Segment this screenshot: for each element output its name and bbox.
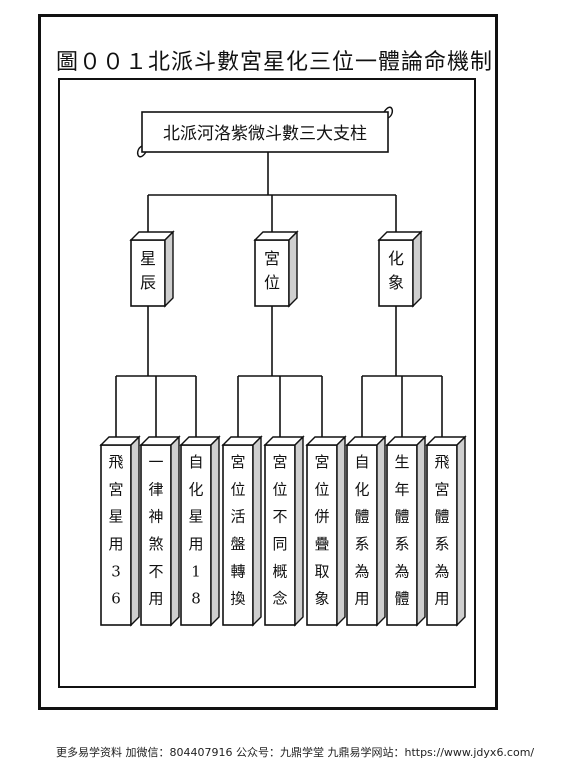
root-scroll-curl-bottom (136, 145, 147, 158)
branch-0-label-char: 辰 (140, 273, 156, 292)
leaf-1-0-label-char: 位 (230, 480, 245, 498)
leaf-box-2-2-side (456, 435, 466, 627)
inner-frame (58, 78, 476, 688)
leaf-box-0-0-side (130, 435, 140, 627)
leaf-1-1-label-char: 念 (272, 590, 287, 608)
leaf-2-1-label-char: 年 (394, 480, 409, 498)
branch-box-1-face (254, 239, 290, 307)
leaf-box-1-0-face (222, 444, 254, 626)
leaf-2-2-label-char: 宮 (434, 480, 449, 498)
branch-box-1-side (288, 230, 298, 308)
leaf-0-2-label-char: 自 (188, 453, 203, 471)
leaf-box-1-2-face (306, 444, 338, 626)
branch-1-label-char: 宮 (264, 249, 280, 268)
leaf-2-0-label-char: 用 (354, 590, 369, 608)
branch-0-label-char: 星 (140, 249, 156, 268)
root-banner (141, 111, 389, 153)
leaf-box-1-0-side (252, 435, 262, 627)
leaf-2-1-label-char: 生 (394, 453, 409, 471)
leaf-1-2-label-char: 象 (314, 590, 329, 608)
branch-box-0-side (164, 230, 174, 308)
leaf-box-0-2-side (210, 435, 220, 627)
leaf-2-2-label-char: 為 (434, 562, 449, 580)
leaf-0-1-label-char: 一 (148, 453, 163, 471)
leaf-box-1-2-side (336, 435, 346, 627)
leaf-2-0-label-char: 自 (354, 453, 369, 471)
leaf-1-0-label-char: 活 (230, 508, 245, 526)
leaf-2-1-label-char: 為 (394, 562, 409, 580)
leaf-0-0-label-char: 3 (111, 562, 121, 580)
leaf-0-0-label-char: 用 (108, 535, 123, 553)
leaf-box-2-0-face (346, 444, 378, 626)
root-scroll-curl-top (383, 106, 394, 119)
branch-2-label-char: 化 (388, 249, 404, 268)
leaf-1-1-label-char: 位 (272, 480, 287, 498)
leaf-1-2-label-char: 取 (314, 562, 329, 580)
leaf-0-1-label-char: 律 (148, 480, 163, 498)
leaf-1-0-label-char: 轉 (230, 562, 245, 580)
leaf-0-0-label-char: 飛 (108, 453, 123, 471)
leaf-0-0-label-char: 星 (108, 508, 123, 526)
leaf-box-1-1-face (264, 444, 296, 626)
leaf-2-2-label-char: 用 (434, 590, 449, 608)
leaf-0-2-label-char: 用 (188, 535, 203, 553)
leaf-1-2-label-char: 疊 (314, 535, 329, 553)
leaf-2-1-label-char: 體 (394, 590, 409, 608)
leaf-1-1-label-char: 宮 (272, 453, 287, 471)
leaf-0-1-label-char: 神 (148, 508, 163, 526)
leaf-2-2-label-char: 飛 (434, 453, 449, 471)
leaf-0-0-label-char: 6 (111, 590, 121, 608)
leaf-box-2-1-side (416, 435, 426, 627)
outer-frame (38, 14, 498, 710)
leaf-2-0-label-char: 體 (354, 508, 369, 526)
leaf-2-1-label-char: 體 (394, 508, 409, 526)
branch-box-2-side (412, 230, 422, 308)
leaf-1-2-label-char: 位 (314, 480, 329, 498)
leaf-2-1-label-char: 系 (394, 535, 409, 553)
leaf-0-2-label-char: 化 (188, 480, 203, 498)
leaf-0-1-label-char: 煞 (148, 535, 163, 553)
leaf-0-1-label-char: 用 (148, 590, 163, 608)
leaf-0-2-label-char: 1 (191, 562, 201, 580)
leaf-2-0-label-char: 化 (354, 480, 369, 498)
leaf-1-1-label-char: 概 (272, 562, 287, 580)
leaf-1-2-label-char: 併 (314, 508, 329, 526)
leaf-box-2-0-side (376, 435, 386, 627)
leaf-0-2-label-char: 星 (188, 508, 203, 526)
leaf-1-0-label-char: 換 (230, 590, 245, 608)
branch-2-label-char: 象 (388, 273, 404, 292)
leaf-2-0-label-char: 系 (354, 535, 369, 553)
leaf-1-0-label-char: 盤 (230, 535, 245, 553)
leaf-box-2-2-face (426, 444, 458, 626)
leaf-1-2-label-char: 宮 (314, 453, 329, 471)
leaf-1-1-label-char: 同 (272, 535, 287, 553)
branch-1-label-char: 位 (264, 273, 280, 292)
root-label: 北派河洛紫微斗數三大支柱 (163, 124, 367, 144)
leaf-box-0-1-side (170, 435, 180, 627)
leaf-0-1-label-char: 不 (148, 562, 163, 580)
leaf-1-0-label-char: 宮 (230, 453, 245, 471)
footer-note: 更多易学资料 加微信：804407916 公众号：九鼎学堂 九鼎易学网站：htt… (56, 746, 535, 759)
diagram-title: 圖００１北派斗數宮星化三位一體論命機制 (56, 50, 494, 75)
leaf-1-1-label-char: 不 (272, 508, 287, 526)
leaf-box-1-1-side (294, 435, 304, 627)
leaf-2-2-label-char: 體 (434, 508, 449, 526)
leaf-2-2-label-char: 系 (434, 535, 449, 553)
leaf-0-0-label-char: 宮 (108, 480, 123, 498)
leaf-2-0-label-char: 為 (354, 562, 369, 580)
leaf-box-0-2-face (180, 444, 212, 626)
leaf-0-2-label-char: 8 (191, 590, 201, 608)
leaf-box-0-1-face (140, 444, 172, 626)
